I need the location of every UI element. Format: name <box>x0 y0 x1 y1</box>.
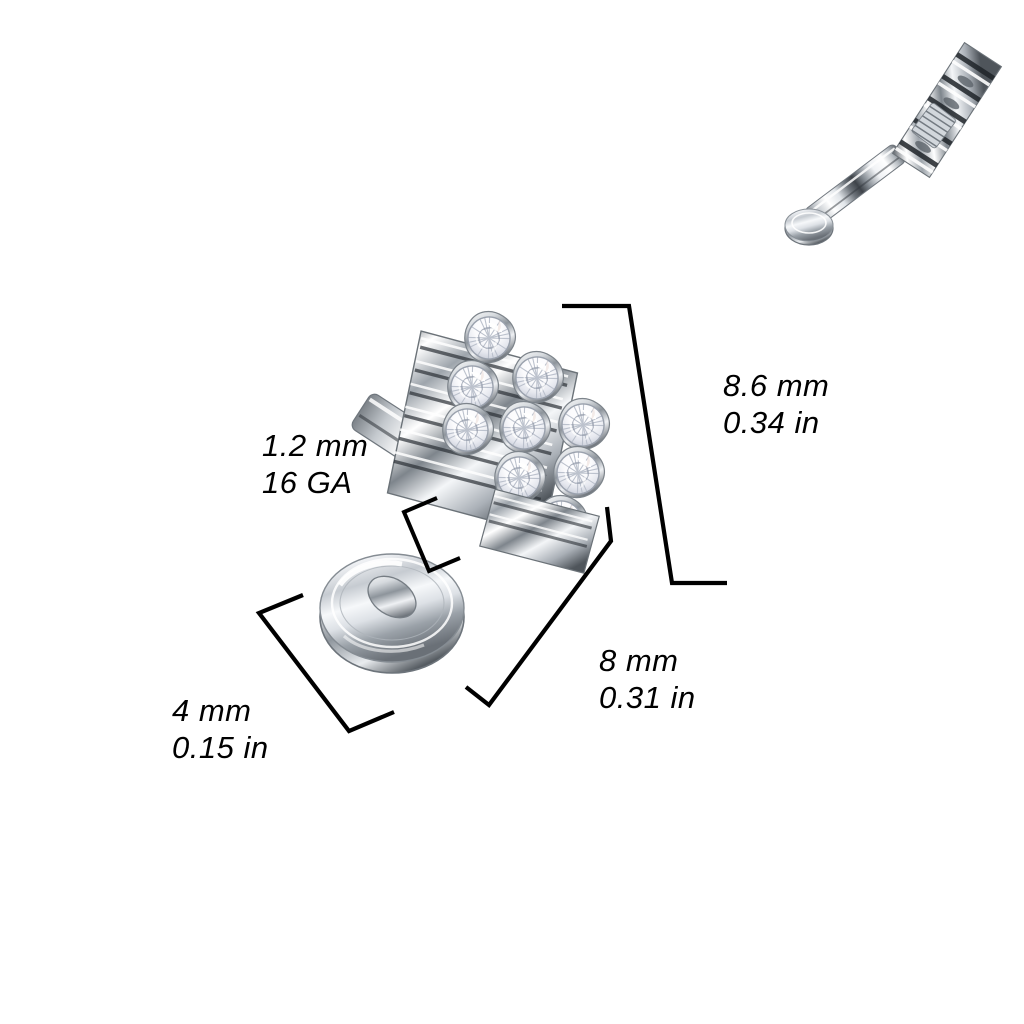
inset-labret-post <box>784 144 906 246</box>
dimension-label-height: 8.6 mm 0.34 in <box>723 368 829 441</box>
bracket-disc-diameter <box>255 593 395 734</box>
bracket-height <box>562 303 727 586</box>
gem <box>501 341 573 414</box>
disc-alt: 0.15 in <box>172 729 269 765</box>
disc-mm: 4 mm <box>172 693 252 728</box>
dimension-label-length: 8 mm 0.31 in <box>599 643 696 716</box>
gem <box>488 391 560 464</box>
cz-gem-cluster <box>431 301 619 558</box>
flat-back-disc <box>319 553 465 674</box>
length-mm: 8 mm <box>599 643 679 678</box>
dimension-label-disc: 4 mm 0.15 in <box>172 693 269 766</box>
height-mm: 8.6 mm <box>723 368 830 403</box>
gem <box>483 441 555 514</box>
gem <box>525 485 597 558</box>
gem <box>453 301 525 374</box>
gauge-mm: 1.2 mm <box>262 428 369 463</box>
height-alt: 0.34 in <box>723 404 820 440</box>
gem-cluster-backplate <box>386 330 579 536</box>
gem <box>547 388 619 461</box>
gauge-alt: 16 GA <box>262 464 353 500</box>
inset-gem-cluster-top <box>891 41 1003 179</box>
bracket-gauge <box>401 496 461 574</box>
cluster-lower-skirt <box>479 488 600 574</box>
bracket-length <box>464 506 614 708</box>
gem <box>431 393 503 466</box>
dimension-label-gauge: 1.2 mm 16 GA <box>262 428 368 501</box>
length-alt: 0.31 in <box>599 679 696 715</box>
post-shaft <box>351 393 591 619</box>
gem <box>542 436 614 509</box>
inset-threaded-pin <box>911 102 956 149</box>
gem <box>436 350 508 423</box>
